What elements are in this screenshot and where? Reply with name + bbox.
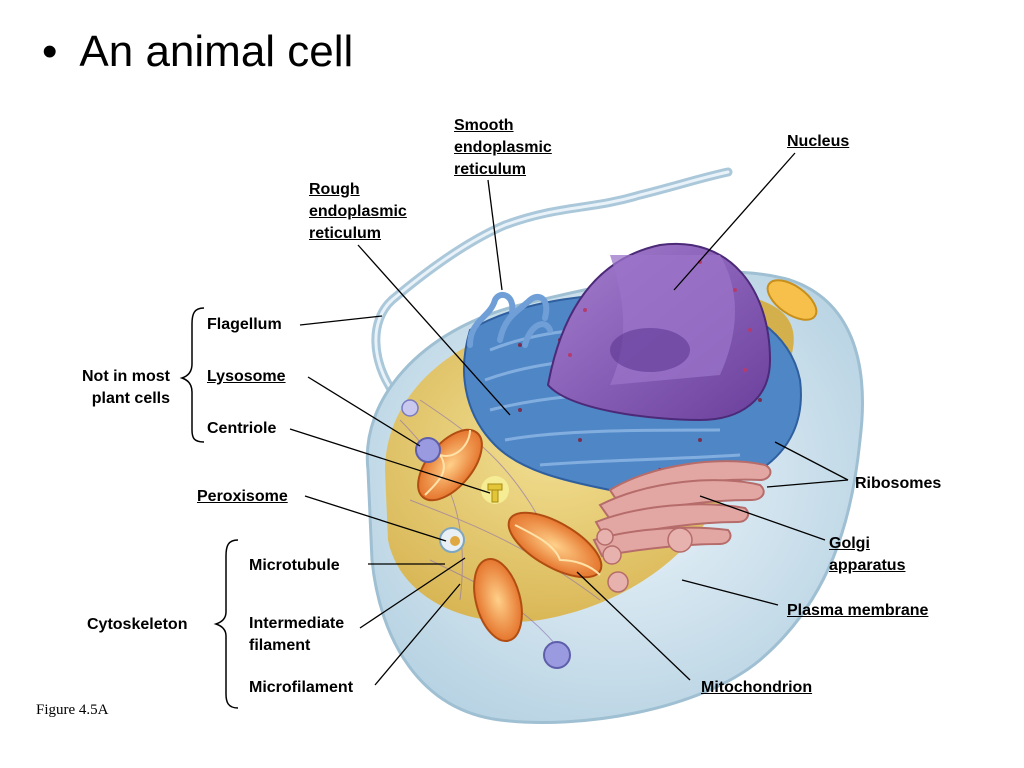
label-peroxisome: Peroxisome xyxy=(197,488,288,505)
label-rough-er: Rough endoplasmic reticulum xyxy=(309,181,407,242)
label-centriole: Centriole xyxy=(207,420,277,437)
label-smooth-er: Smooth endoplasmic reticulum xyxy=(454,117,552,178)
leader-ribosomes-1 xyxy=(774,441,849,481)
leader-mitochondrion xyxy=(576,571,691,681)
leader-ribosomes-2 xyxy=(766,479,849,488)
bullet: • xyxy=(42,27,58,76)
label-nucleus: Nucleus xyxy=(787,133,850,150)
label-microfilament: Microfilament xyxy=(249,679,354,696)
figure-caption: Figure 4.5A xyxy=(36,702,109,718)
leader-rough-er xyxy=(357,244,511,416)
label-mitochondrion: Mitochondrion xyxy=(701,679,813,696)
not-in-plant-bracket xyxy=(179,307,205,443)
leader-lysosome xyxy=(307,376,421,447)
leader-nucleus xyxy=(673,152,796,291)
label-cytoskeleton: Cytoskeleton xyxy=(87,616,188,633)
smooth-er-shape xyxy=(467,291,553,348)
mitochondrion-shape xyxy=(417,428,603,642)
label-lysosome: Lysosome xyxy=(207,368,286,385)
slide-title: An animal cell xyxy=(79,27,354,76)
leader-centriole xyxy=(289,428,491,494)
label-plasma-membrane: Plasma membrane xyxy=(787,602,929,619)
leader-flagellum xyxy=(299,315,383,326)
centriole-shape xyxy=(481,476,509,504)
label-microtubule: Microtubule xyxy=(249,557,340,574)
label-ribosomes: Ribosomes xyxy=(855,475,942,492)
leader-intermediate-filament xyxy=(359,557,466,629)
leader-plasma-membrane xyxy=(681,579,779,606)
lysosome-shape xyxy=(415,437,441,463)
cytoskeleton-bracket xyxy=(213,539,239,709)
label-intermediate-filament: Intermediate filament xyxy=(249,615,345,654)
golgi-shape xyxy=(592,460,772,558)
leader-microfilament xyxy=(374,583,461,686)
label-not-in-plant: Not in most plant cells xyxy=(82,368,170,407)
label-flagellum: Flagellum xyxy=(207,316,282,333)
leader-peroxisome xyxy=(304,495,447,542)
leader-smooth-er xyxy=(487,179,503,291)
title-row: • An animal cell xyxy=(42,22,353,82)
label-golgi: Golgi apparatus xyxy=(829,535,906,574)
leader-golgi xyxy=(699,495,826,541)
